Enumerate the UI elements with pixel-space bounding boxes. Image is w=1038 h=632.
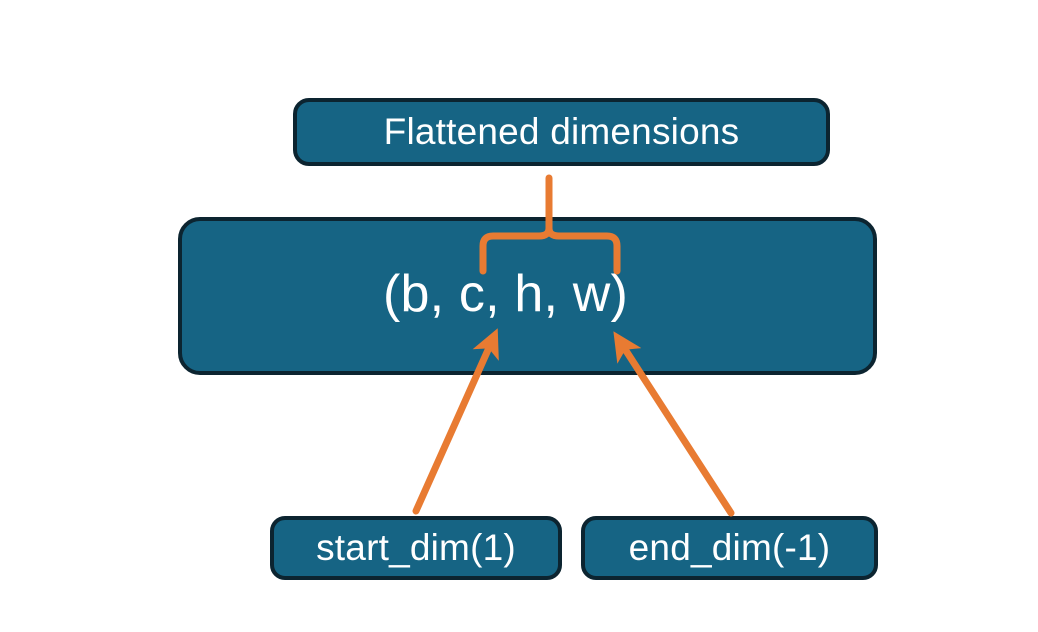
tensor-shape-label: (b, c, h, w) bbox=[382, 265, 629, 323]
start-dim-label: start_dim(1) bbox=[316, 526, 516, 568]
end-dim-label: end_dim(-1) bbox=[628, 526, 831, 568]
flattened-dimensions-box: Flattened dimensions bbox=[293, 98, 830, 166]
end-dim-box: end_dim(-1) bbox=[581, 516, 878, 580]
flattened-dimensions-label: Flattened dimensions bbox=[383, 110, 740, 152]
tensor-shape-box: (b, c, h, w) bbox=[178, 217, 877, 375]
start-dim-box: start_dim(1) bbox=[270, 516, 562, 580]
